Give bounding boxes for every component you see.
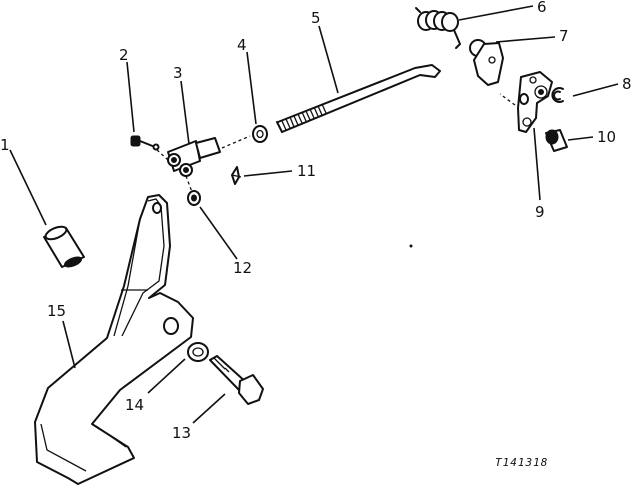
leader-11: [243, 170, 293, 177]
callout-5: 5: [311, 9, 321, 27]
leader-7: [495, 36, 556, 43]
leader-1: [9, 149, 47, 226]
part-3-clevis: [167, 137, 221, 177]
part-11-cotter-pin: [231, 166, 242, 185]
part-4-nut: [252, 125, 268, 143]
leader-9: [533, 127, 541, 201]
callout-13: 13: [172, 424, 191, 442]
callout-7: 7: [559, 27, 569, 45]
callout-3: 3: [173, 64, 183, 82]
leader-6: [458, 5, 534, 21]
leader-13: [192, 393, 226, 424]
leader-lines: [9, 5, 619, 424]
part-9-arm: [517, 71, 553, 133]
leader-14: [147, 358, 186, 394]
part-1-bushing: [43, 225, 85, 268]
stray-marks: [409, 244, 413, 248]
callout-14: 14: [125, 396, 144, 414]
callout-6: 6: [537, 0, 547, 16]
part-12-washer: [187, 190, 201, 206]
part-14-washer: [187, 342, 209, 362]
reference-code: T141318: [495, 456, 548, 469]
part-6-spring: [415, 7, 461, 49]
callout-1: 1: [0, 136, 10, 154]
part-5-rod: [276, 64, 441, 133]
leader-4: [246, 51, 257, 125]
callout-11: 11: [297, 162, 316, 180]
callout-15: 15: [47, 302, 66, 320]
leader-3: [180, 80, 190, 145]
callout-labels: 1 2 3 4 5 6 7 8 9 10 11 12 13 14 15: [0, 0, 632, 442]
part-13-bolt: [209, 355, 264, 405]
callout-12: 12: [233, 259, 252, 277]
leader-15: [62, 320, 76, 369]
leader-5: [318, 25, 339, 94]
callout-10: 10: [597, 128, 616, 146]
leader-12: [199, 206, 238, 260]
leader-10: [567, 136, 594, 141]
callout-2: 2: [119, 46, 129, 64]
part-10-bushing: [545, 129, 568, 152]
part-2-pin: [130, 135, 160, 151]
part-8-snap-ring: [551, 87, 564, 103]
callout-9: 9: [535, 203, 545, 221]
leader-8: [572, 83, 619, 97]
part-7-lever: [469, 39, 504, 86]
callout-8: 8: [622, 75, 632, 93]
part-15-pedal-bracket: [34, 194, 194, 485]
assembly-lines: [155, 93, 516, 193]
leader-2: [126, 61, 135, 133]
callout-4: 4: [237, 36, 247, 54]
